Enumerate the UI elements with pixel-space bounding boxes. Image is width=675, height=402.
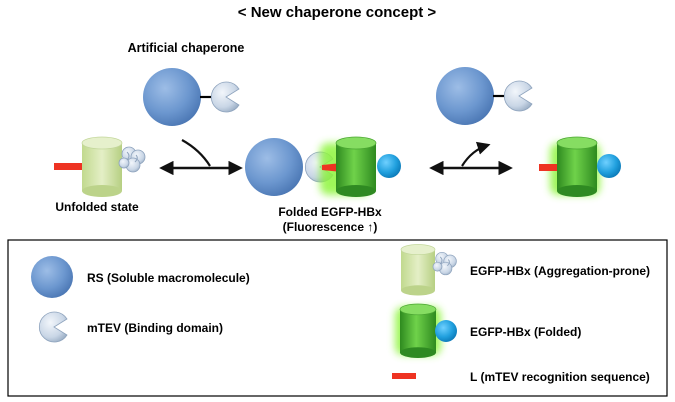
- legend-mtev-label: mTEV (Binding domain): [87, 321, 223, 335]
- mtev-icon: [503, 80, 533, 112]
- rs-sphere-icon: [436, 67, 494, 125]
- legend-rs-label: RS (Soluble macromolecule): [87, 271, 250, 285]
- folded-egfp-hbx-right: [539, 136, 621, 198]
- folded-ball-icon: [597, 154, 621, 178]
- artificial-chaperone-top-left: [143, 68, 240, 126]
- folded-complex: [245, 136, 401, 198]
- rs-sphere-icon: [143, 68, 201, 126]
- left-equilibrium-arrow: [159, 139, 243, 176]
- unfolded-egfp-hbx: [54, 136, 146, 198]
- unfolded-state-label: Unfolded state: [55, 200, 139, 214]
- linker-red-bar: [54, 163, 82, 170]
- artificial-chaperone-top-right: [436, 67, 533, 125]
- legend-folded-egfp-icon: [395, 303, 457, 359]
- rs-sphere-icon: [245, 138, 303, 196]
- legend-linker-label: L (mTEV recognition sequence): [470, 370, 650, 384]
- folded-label-line2: (Fluorescence ↑): [283, 220, 378, 234]
- legend-folded-label: EGFP-HBx (Folded): [470, 325, 581, 339]
- diagram-title: < New chaperone concept >: [238, 4, 437, 21]
- artificial-chaperone-label: Artificial chaperone: [128, 41, 245, 55]
- folded-label-line1: Folded EGFP-HBx: [278, 205, 382, 219]
- folded-ball-icon: [377, 154, 401, 178]
- linker-red-bar: [539, 164, 561, 171]
- unfolded-cylinder-icon: [81, 136, 123, 198]
- legend-aggregation-label: EGFP-HBx (Aggregation-prone): [470, 264, 650, 278]
- folded-cylinder-icon: [556, 136, 598, 198]
- legend-rs-sphere-icon: [31, 256, 73, 298]
- folded-cylinder-icon: [335, 136, 377, 198]
- right-equilibrium-arrow: [429, 141, 513, 176]
- unfolded-coil-icon: [118, 146, 146, 173]
- legend-box: [7, 239, 668, 397]
- mtev-icon: [210, 81, 240, 113]
- legend-linker-red-bar: [392, 373, 416, 379]
